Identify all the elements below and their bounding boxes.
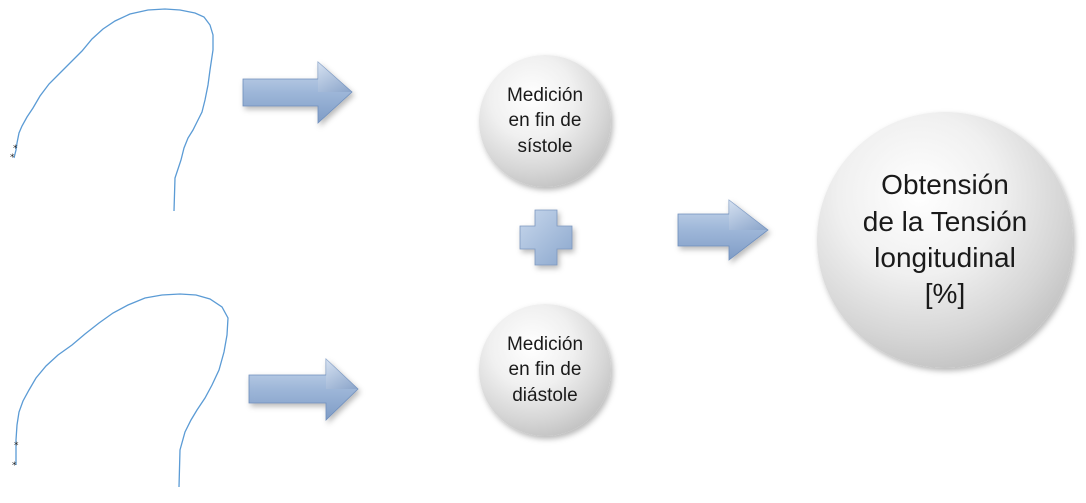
plus-icon bbox=[519, 209, 573, 266]
svg-text:*: * bbox=[13, 144, 18, 154]
svg-text:*: * bbox=[12, 461, 17, 471]
arrow-right-icon bbox=[677, 199, 769, 261]
arrow-right-icon bbox=[248, 358, 359, 421]
svg-text:*: * bbox=[14, 441, 19, 451]
arrow-right-icon bbox=[242, 61, 353, 124]
diastole-circle bbox=[479, 304, 611, 436]
result-label: Obtensión de la Tensión longitudinal [%] bbox=[862, 169, 1028, 310]
svg-text:*: * bbox=[10, 153, 15, 163]
systole-measurement-label: Medición en fin de sístole bbox=[506, 84, 584, 157]
systole-circle bbox=[479, 55, 611, 187]
result-circle bbox=[817, 112, 1073, 368]
contour-systole: * * bbox=[10, 8, 214, 212]
diastole-measurement-label: Medición en fin de diástole bbox=[506, 333, 584, 406]
contour-diastole: * * bbox=[12, 293, 229, 488]
